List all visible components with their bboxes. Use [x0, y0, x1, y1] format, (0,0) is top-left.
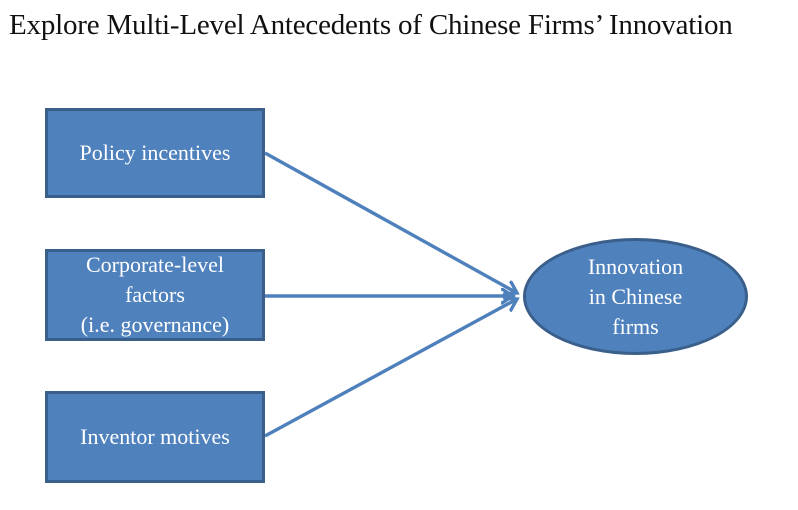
- node-label: in Chinese: [588, 283, 683, 309]
- node-label: firms: [612, 313, 659, 339]
- node-innovation-in-chinese-firms: Innovation in Chinese firms: [523, 238, 748, 355]
- arrow-policy-to-innovation: [264, 151, 517, 293]
- node-label: Policy incentives: [79, 140, 231, 165]
- node-label: Innovation: [587, 253, 684, 279]
- node-label: factors: [125, 282, 185, 307]
- node-label: Inventor motives: [80, 424, 230, 449]
- node-corporate-level-factors: Corporate-level factors (i.e. governance…: [45, 249, 265, 341]
- node-label: (i.e. governance): [80, 312, 230, 337]
- node-policy-incentives: Policy incentives: [45, 108, 265, 198]
- arrow-inventor-to-innovation: [264, 299, 517, 438]
- node-inventor-motives: Inventor motives: [45, 391, 265, 483]
- page-title: Explore Multi-Level Antecedents of Chine…: [9, 9, 733, 41]
- node-label: Corporate-level: [85, 252, 225, 277]
